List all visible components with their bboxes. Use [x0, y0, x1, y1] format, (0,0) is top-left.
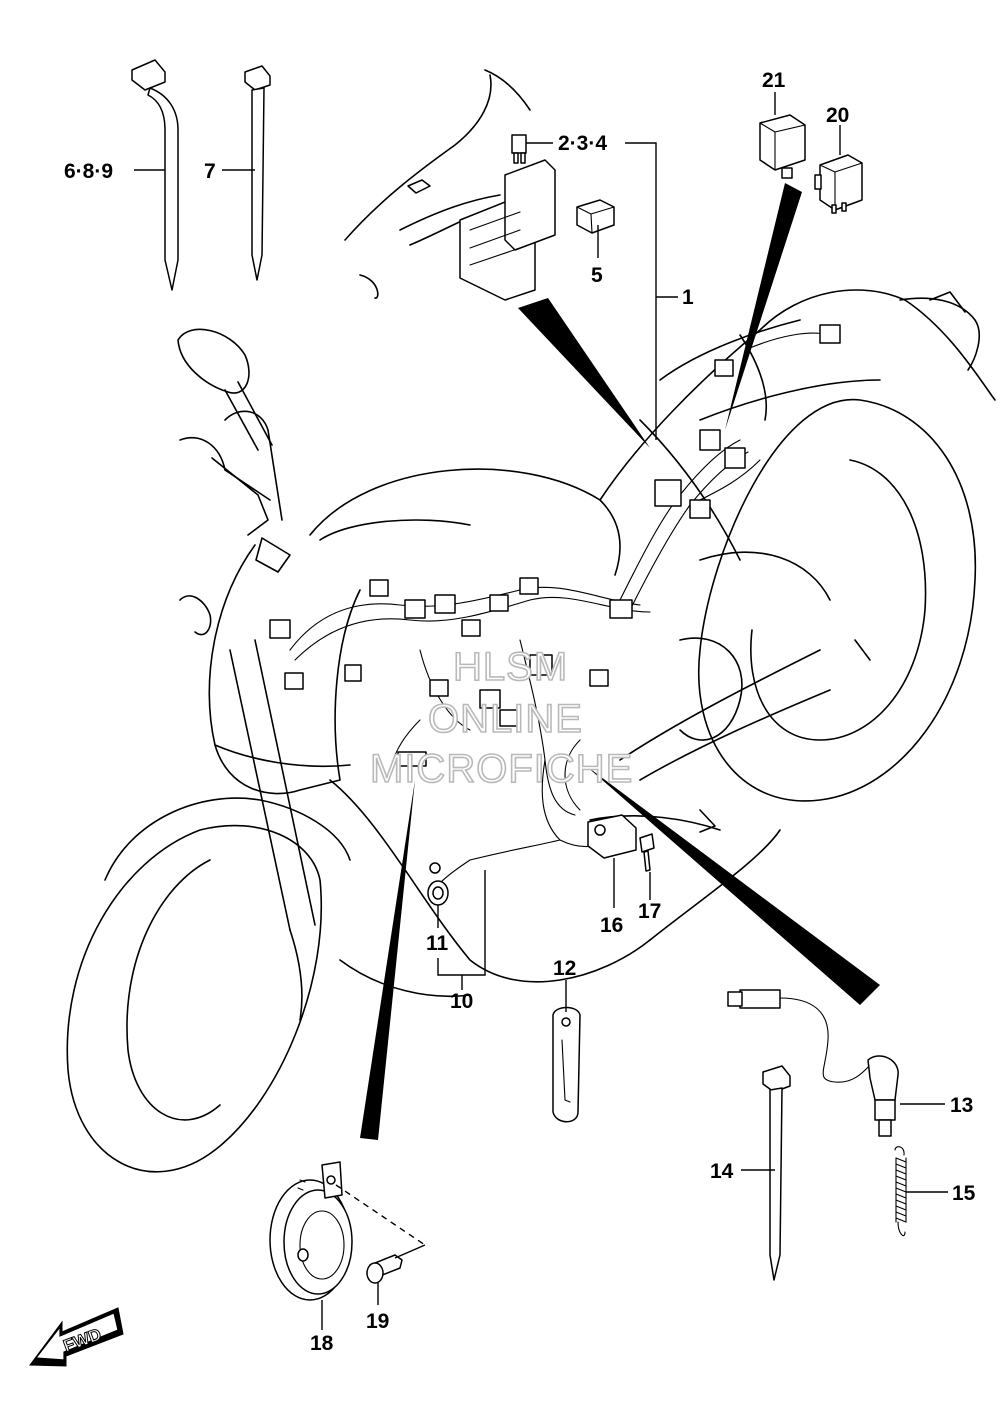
callout-6-8-9: 6·8·9: [64, 160, 113, 183]
forward-direction-arrow: FWD: [29, 1307, 124, 1367]
cable-tie-part-bottom: [762, 1065, 791, 1281]
callout-11: 11: [426, 932, 449, 955]
fuse-box-inset: [344, 69, 556, 301]
horn-part: [269, 1161, 426, 1301]
callout-19: 19: [366, 1310, 389, 1333]
callout-14: 14: [710, 1160, 734, 1183]
callout-17: 17: [638, 900, 661, 923]
fuse-cover-part: [576, 199, 615, 234]
cable-tie-parts-top: [131, 59, 271, 291]
watermark-line-1: HLSM: [453, 645, 568, 689]
callout-10: 10: [450, 990, 473, 1013]
sensor-lead-part: [727, 989, 899, 1137]
watermark-line-2: ONLINE: [428, 697, 583, 741]
callout-21: 21: [762, 69, 786, 92]
relay-parts: [759, 114, 863, 214]
watermark: HLSM ONLINE MICROFICHE: [369, 644, 633, 792]
bracket-part: [552, 1006, 581, 1123]
spring-part: [894, 1146, 907, 1237]
callout-16: 16: [600, 914, 623, 937]
callout-12: 12: [553, 957, 576, 980]
callout-labels: 1 2·3·4 5 6·8·9 7 10 11 12 13 14 15 16 1…: [64, 69, 976, 1355]
callout-5: 5: [591, 264, 603, 287]
callout-7: 7: [204, 160, 216, 183]
callout-15: 15: [952, 1182, 976, 1205]
watermark-line-3: MICROFICHE: [370, 747, 633, 791]
callout-2-3-4: 2·3·4: [558, 132, 607, 155]
callout-18: 18: [310, 1332, 334, 1355]
pointer-arrows: [360, 183, 880, 1140]
main-wiring-harness: [269, 324, 841, 901]
sensor-part: [587, 814, 655, 872]
callout-20: 20: [826, 104, 849, 127]
fuse-part: [511, 134, 527, 164]
callout-13: 13: [950, 1094, 973, 1117]
leader-lines: [134, 92, 948, 1330]
ground-wire-part: [427, 862, 449, 906]
callout-1: 1: [682, 286, 694, 309]
